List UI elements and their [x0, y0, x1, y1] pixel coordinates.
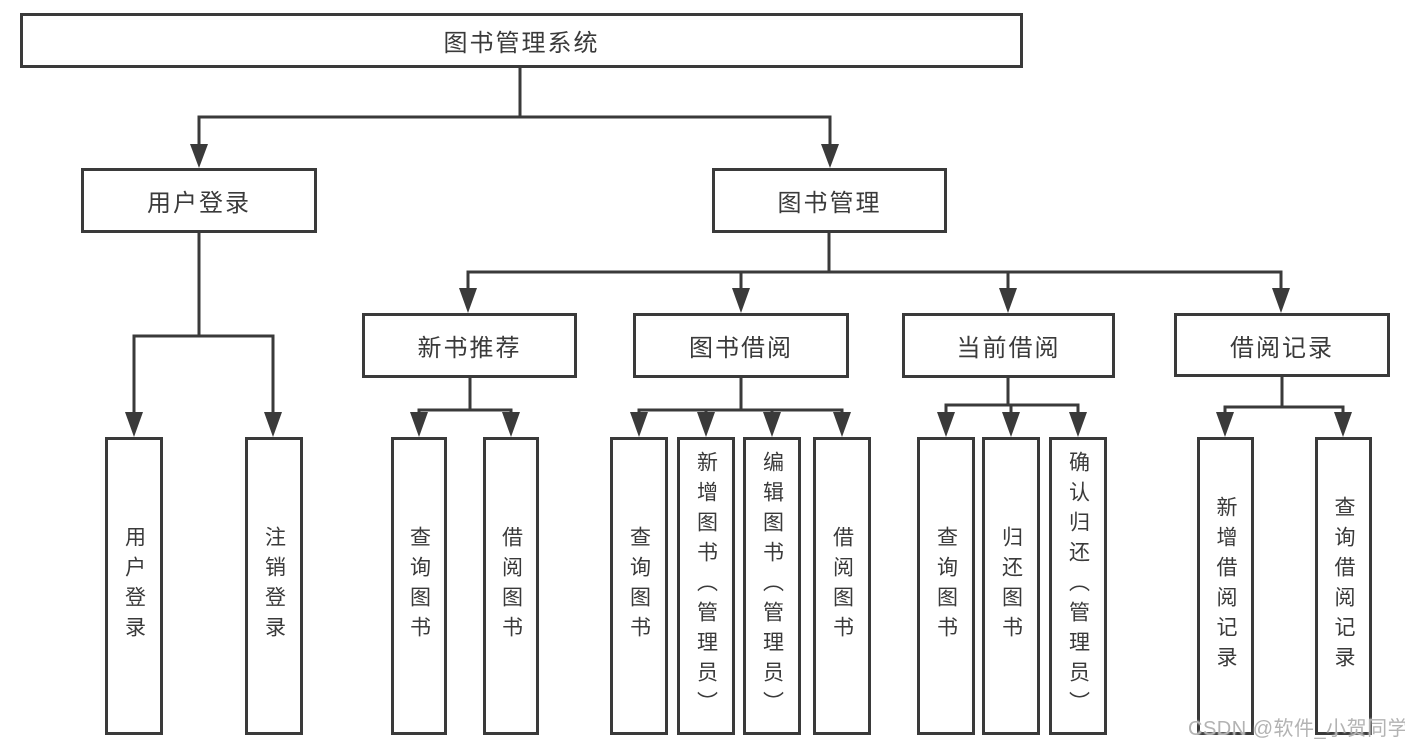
leaf-current-return-books: 归还图书	[982, 437, 1040, 735]
node-current-borrowing: 当前借阅	[902, 313, 1115, 378]
leaf-records-add-borrow-record: 新增借阅记录	[1197, 437, 1254, 735]
leaf-current-confirm-return-admin: 确认归还（管理员）	[1049, 437, 1107, 735]
connector-new-book-recommendation-children	[410, 377, 520, 437]
node-new-book-recommendation: 新书推荐	[362, 313, 577, 378]
connector-book-borrowing-children	[630, 377, 851, 437]
node-book-borrowing: 图书借阅	[633, 313, 849, 378]
leaf-newrec-borrow-books: 借阅图书	[483, 437, 539, 735]
leaf-borrowing-edit-books-admin: 编辑图书（管理员）	[743, 437, 801, 735]
leaf-newrec-query-books: 查询图书	[391, 437, 447, 735]
connector-book-management-children	[459, 233, 1290, 313]
leaf-logout: 注销登录	[245, 437, 303, 735]
node-book-management: 图书管理	[712, 168, 947, 233]
watermark: CSDN @软件_小贺同学	[1188, 718, 1405, 740]
leaf-borrowing-add-books-admin: 新增图书（管理员）	[677, 437, 735, 735]
node-library-management-system: 图书管理系统	[20, 13, 1023, 68]
connector-root-to-level2	[190, 68, 839, 168]
leaf-user-login: 用户登录	[105, 437, 163, 735]
connector-borrowing-records-children	[1216, 377, 1352, 437]
leaf-current-query-books: 查询图书	[917, 437, 975, 735]
connector-user-login-children	[125, 233, 282, 437]
connector-current-borrowing-children	[937, 377, 1087, 437]
leaf-borrowing-query-books: 查询图书	[610, 437, 668, 735]
leaf-records-query-borrow-record: 查询借阅记录	[1315, 437, 1372, 735]
node-user-login: 用户登录	[81, 168, 317, 233]
node-borrowing-records: 借阅记录	[1174, 313, 1390, 377]
leaf-borrowing-borrow-books: 借阅图书	[813, 437, 871, 735]
